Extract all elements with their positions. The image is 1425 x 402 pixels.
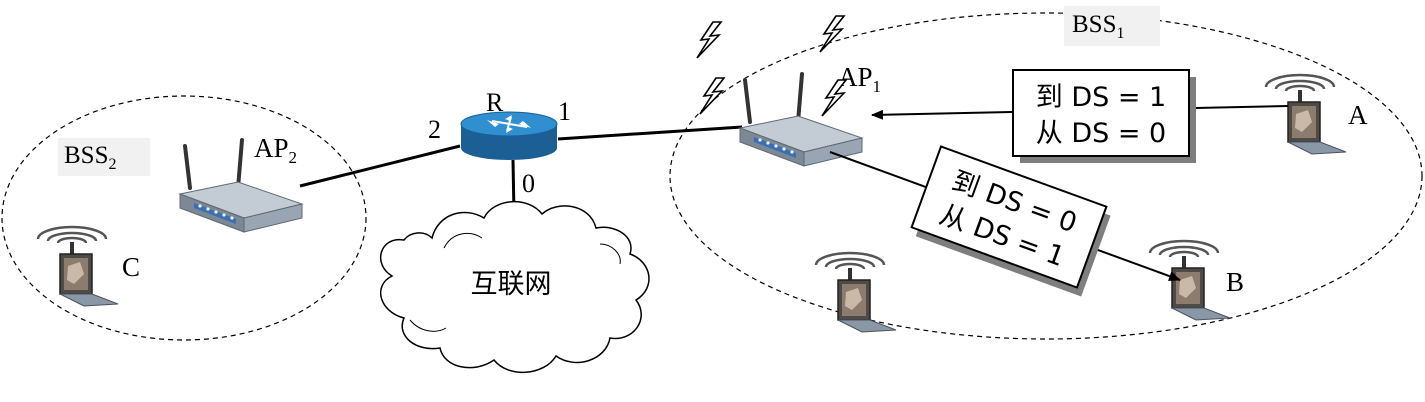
bss1-boundary	[669, 12, 1423, 340]
frame-box-ap1-to-b: 到 DS = 0 从 DS = 1	[910, 145, 1111, 297]
router-label: R	[486, 88, 504, 117]
bss1-label-bg	[1064, 6, 1160, 46]
station-a-label: A	[1348, 100, 1368, 130]
router-port-2: 2	[428, 115, 441, 144]
station-a-laptop	[1264, 73, 1348, 156]
router-port-1: 1	[558, 97, 571, 126]
frame-a-to-ap1-line1: 到 DS = 1	[1036, 82, 1166, 113]
bss2-label-bg	[58, 138, 150, 176]
frame-box-a-to-ap1: 到 DS = 1 从 DS = 0	[1012, 69, 1196, 163]
wireless-bolt-icon	[821, 79, 847, 117]
frame-a-to-ap1-line2: 从 DS = 0	[1036, 118, 1166, 149]
wireless-bolt-icon	[819, 15, 845, 53]
station-c-laptop	[36, 225, 120, 308]
station-b-label: B	[1226, 267, 1244, 297]
wireless-bolt-icon	[699, 77, 725, 115]
station-laptop	[814, 251, 898, 334]
internet-cloud	[380, 200, 650, 373]
link-router-ap1	[557, 125, 743, 141]
wireless-bolt-icon	[696, 21, 722, 59]
router	[460, 111, 558, 160]
station-b-laptop	[1148, 239, 1232, 322]
bss2-label: BSS2	[64, 142, 116, 173]
bss2-boundary	[1, 95, 367, 341]
ap1-label: AP1	[838, 62, 881, 96]
ap2-label: AP2	[254, 133, 297, 167]
internet-label: 互联网	[471, 269, 552, 300]
link-ap2-router	[299, 144, 461, 188]
bss1-label: BSS1	[1072, 11, 1124, 42]
router-port-0: 0	[522, 169, 535, 198]
station-c-label: C	[122, 252, 140, 282]
